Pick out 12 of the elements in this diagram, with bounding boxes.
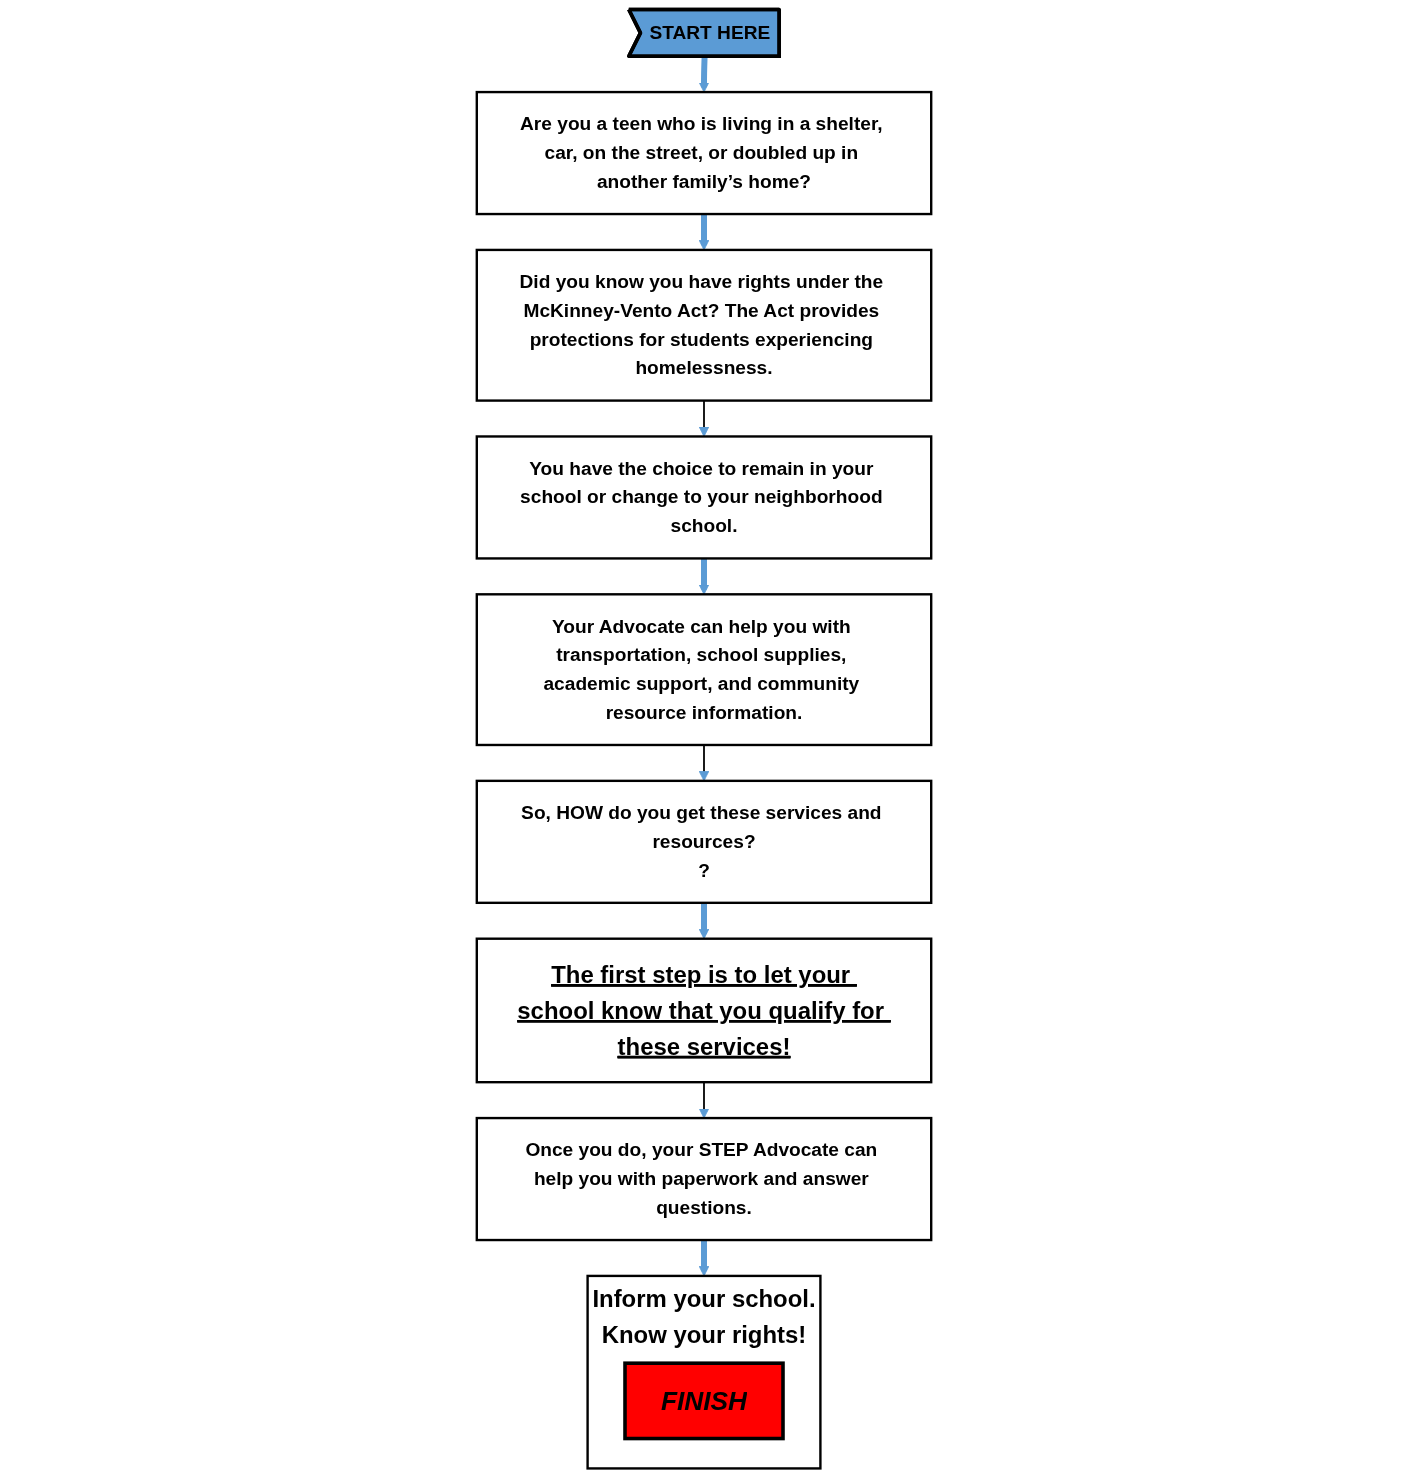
- node-box: Your Advocate can help you with transportation, school supplies, academic support, and community resource information.: [475, 593, 933, 747]
- node-box: FINISH: [623, 1361, 785, 1441]
- node-box: Once you do, your STEP Advocate can help you with paperwork and answer questions.: [475, 1116, 933, 1242]
- node-box: Did you know you have rights under the McKinney-Vento Act? The Act provides protections for students experiencing homelessness.: [475, 248, 933, 402]
- node-box: You have the choice to remain in your school or change to your neighborhood school.: [475, 435, 933, 560]
- arrow: [698, 558, 710, 595]
- arrow: [698, 214, 710, 251]
- node-box: The first step is to let your school know that you qualify for these services!: [475, 937, 933, 1084]
- node-box: So, HOW do you get these services and resources? ?: [475, 779, 933, 904]
- arrow: [698, 1240, 710, 1277]
- node-box: Are you a teen who is living in a shelter, car, on the street, or doubled up in another family’s home?: [475, 90, 933, 216]
- arrow: [698, 56, 710, 93]
